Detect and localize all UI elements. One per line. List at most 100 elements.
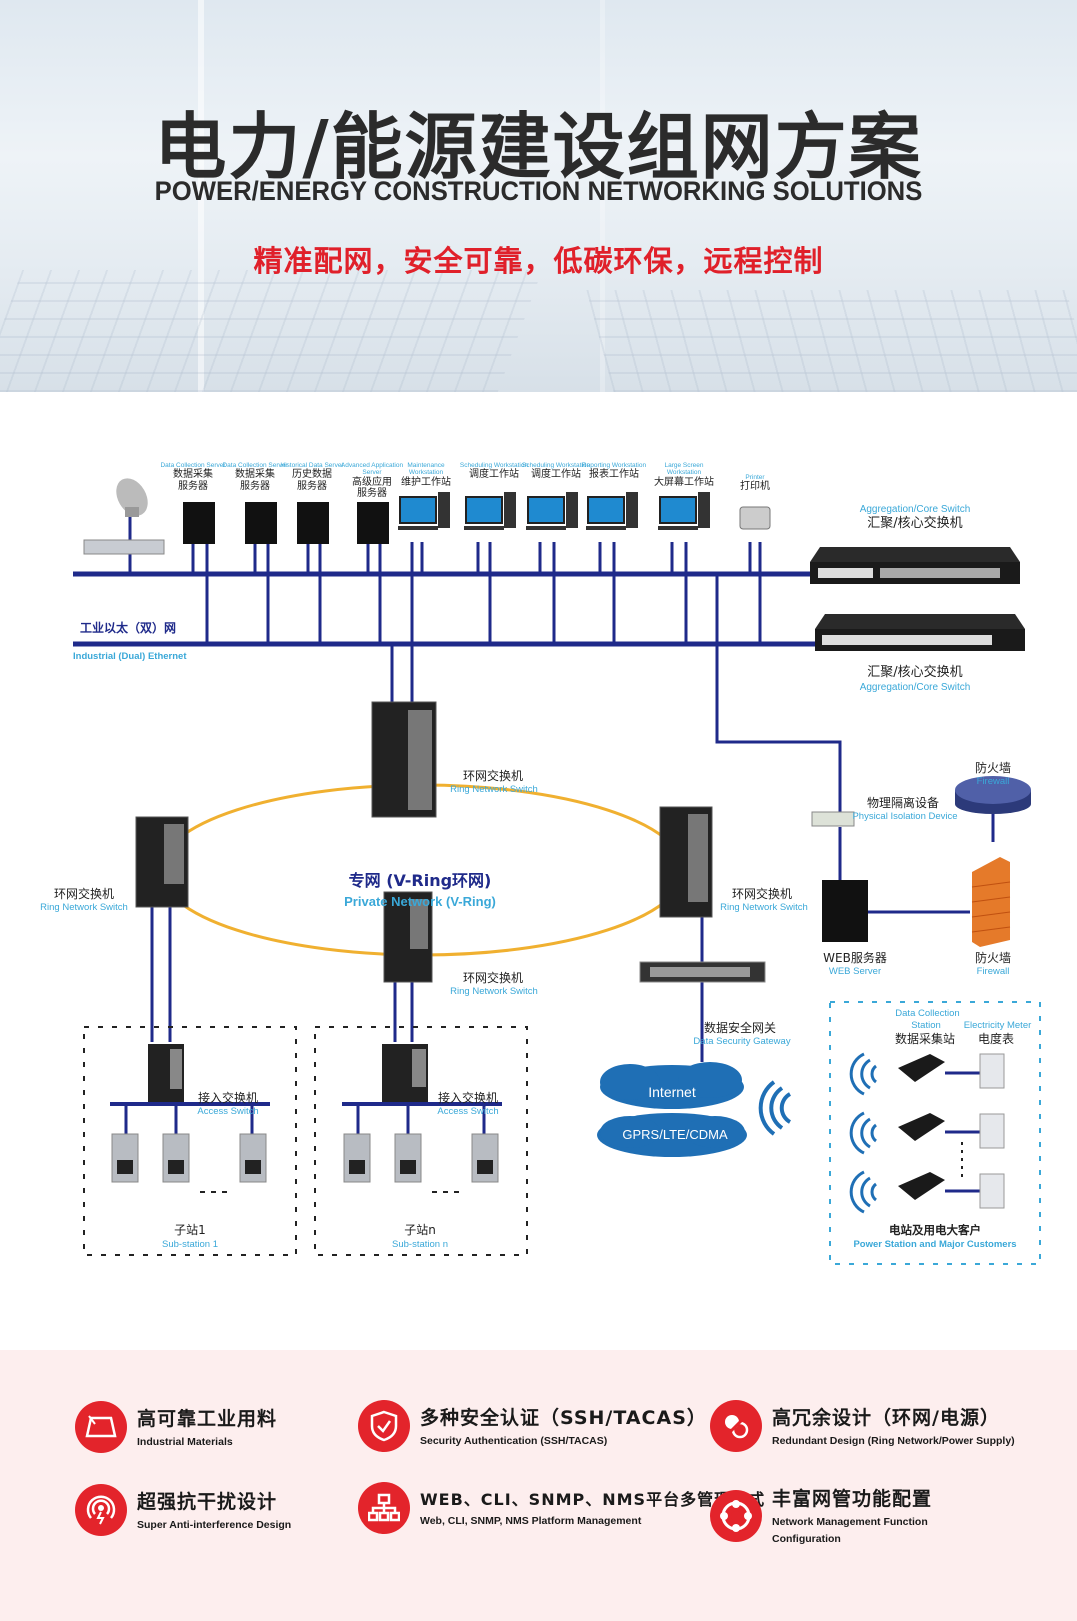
feature-subtitle: Super Anti-interference Design <box>137 1518 292 1531</box>
brick-firewall-icon <box>971 857 1011 947</box>
satellite-dish-icon <box>116 478 148 517</box>
feature-subtitle: Web, CLI, SNMP, NMS Platform Management <box>420 1515 642 1528</box>
solar-panel-decoration <box>586 290 1077 392</box>
access-switch-1-label-en: Access Switch <box>197 1106 259 1117</box>
customer-wireless-icons <box>849 1052 878 1214</box>
industrial-materials-icon <box>75 1401 127 1453</box>
feature-item: 多种安全认证（SSH/TACAS）Security Authentication… <box>358 1400 707 1452</box>
device-label-cn2: 服务器 <box>297 480 327 492</box>
cloud-icon <box>597 1062 747 1157</box>
gateway-label-cn: 数据安全网关 <box>703 1021 776 1035</box>
device-label-cn2: 服务器 <box>240 480 270 492</box>
device-label-cn: 高级应用 <box>352 476 392 488</box>
device-label-cn: 数据采集 <box>173 469 213 481</box>
anti-interference-icon <box>75 1484 127 1536</box>
customers-box <box>829 1001 1041 1265</box>
isolation-label-cn: 物理隔离设备 <box>866 796 939 810</box>
ring-switch-top-label-en: Ring Network Switch <box>450 784 538 795</box>
gateway-label-en: Data Security Gateway <box>693 1036 791 1047</box>
substation-1-box <box>83 1026 297 1256</box>
device-label-cn: 报表工作站 <box>589 469 639 481</box>
ring-switch-bottom-label-en: Ring Network Switch <box>450 986 538 997</box>
ring-switch-right-label-cn: 环网交换机 <box>731 887 792 901</box>
feature-title: WEB、CLI、SNMP、NMS平台多管理方式 <box>420 1490 766 1510</box>
wind-turbine-decoration <box>600 0 605 392</box>
solar-panel-decoration <box>0 270 543 392</box>
firewall-bottom-label-en: Firewall <box>976 966 1010 977</box>
device-label-en: Data Collection Server <box>160 462 226 469</box>
ring-label-en: Private Network (V-Ring) <box>344 894 496 909</box>
shield-check-icon <box>358 1400 410 1452</box>
feature-item: WEB、CLI、SNMP、NMS平台多管理方式 Web, CLI, SNMP, N… <box>358 1482 765 1534</box>
web-server-icon <box>822 880 868 942</box>
firewall-disk-icon <box>955 776 1031 814</box>
device-label-cn2: 服务器 <box>178 480 208 492</box>
feature-title: 丰富网管功能配置 <box>772 1488 933 1510</box>
ring-switch-right-label-en: Ring Network Switch <box>720 902 808 913</box>
workstation-icons <box>398 492 710 530</box>
core-switch-bottom-icon <box>815 614 1025 651</box>
network-topology-icon <box>358 1482 410 1534</box>
device-label-en: Historical Data Server <box>280 462 344 469</box>
web-server-label-cn: WEB服务器 <box>823 951 887 965</box>
device-drops <box>110 542 995 1193</box>
device-label-en: Data Collection Server <box>222 462 288 469</box>
access-switch-n-label-cn: 接入交换机 <box>437 1091 498 1105</box>
customers-title-cn: 电站及用电大客户 <box>889 1223 981 1237</box>
diagram-lines <box>73 478 1041 1265</box>
electricity-meter-icons <box>979 1053 1005 1209</box>
wind-turbine-decoration <box>198 0 204 392</box>
device-label-cn: 数据采集 <box>235 469 275 481</box>
device-label-en: Scheduling Workstation <box>459 462 529 469</box>
device-label-en: Maintenance Workstation <box>407 462 445 477</box>
device-label-en: Printer <box>745 474 765 481</box>
substation-n-box <box>314 1026 528 1256</box>
device-label-cn: 大屏幕工作站 <box>654 476 714 488</box>
firewall-top-label-cn: 防火墙 <box>974 761 1011 775</box>
feature-title: 超强抗干扰设计 <box>137 1490 278 1513</box>
terminal-icons <box>111 1133 499 1183</box>
ring-switch-top-label-cn: 环网交换机 <box>462 769 523 783</box>
tagline: 精准配网，安全可靠，低碳环保，远程控制 <box>253 244 824 278</box>
feature-item: 超强抗干扰设计 Super Anti-interference Design <box>75 1484 291 1536</box>
substation-1-label-en: Sub-station 1 <box>162 1239 218 1250</box>
tower-server-icons <box>183 502 389 544</box>
core-switch-top-label-en: Aggregation/Core Switch <box>859 504 971 515</box>
ring-switch-left-label-en: Ring Network Switch <box>40 902 128 913</box>
isolation-label-en: Physical Isolation Device <box>852 811 958 822</box>
rack-server-icon <box>83 539 165 555</box>
access-switch-n-label-en: Access Switch <box>437 1106 499 1117</box>
ethernet-label-cn: 工业以太（双）网 <box>80 621 177 635</box>
page-title: 电力/能源建设组网方案 <box>154 105 923 189</box>
wireless-signal-icon <box>758 1080 792 1136</box>
data-collection-station-icons <box>898 1054 945 1200</box>
isolation-device-icon <box>811 811 855 827</box>
feature-title: 多种安全认证（SSH/TACAS） <box>420 1406 707 1429</box>
printer-icon <box>739 506 771 530</box>
device-label-cn: 调度工作站 <box>531 469 581 481</box>
page-subtitle: POWER/ENERGY CONSTRUCTION NETWORKING SOL… <box>154 176 923 206</box>
redundant-plug-icon <box>710 1400 762 1452</box>
device-label-en: Reporting Workstation <box>581 462 647 469</box>
core-switch-bottom-label-cn: 汇聚/核心交换机 <box>867 665 963 680</box>
meter-label-en: Electricity Meter <box>963 1020 1032 1031</box>
substation-1-label-cn: 子站1 <box>174 1223 206 1237</box>
device-label-en: Scheduling Workstation <box>521 462 591 469</box>
cloud-internet-label: Internet <box>648 1084 696 1100</box>
cloud-gprs-label: GPRS/LTE/CDMA <box>622 1127 728 1142</box>
core-switch-top-label-cn: 汇聚/核心交换机 <box>867 516 963 531</box>
ring-label-cn: 专网 (V-Ring环网) <box>348 871 492 890</box>
ring-switch-left-label-cn: 环网交换机 <box>53 887 114 901</box>
station-label-en-1: Data Collection <box>895 1008 960 1019</box>
feature-subtitle: Redundant Design (Ring Network/Power Sup… <box>772 1434 1015 1447</box>
